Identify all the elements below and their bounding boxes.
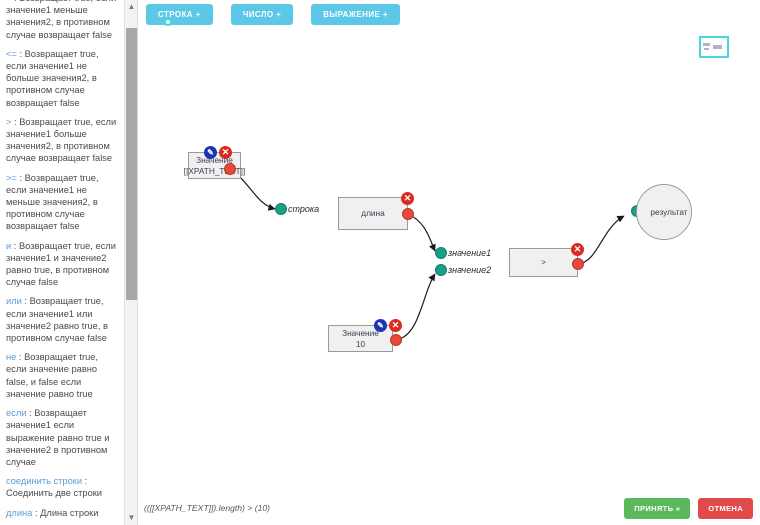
accept-button[interactable]: ПРИНЯТЬ » [624,498,691,519]
minimap-resize-handle[interactable] [164,18,172,26]
function-description: Возвращает true, если значение1 не больш… [6,48,99,108]
separator: : [16,48,25,59]
function-name: не [6,352,17,363]
function-description: Возвращает true, если значение1 больше з… [6,116,117,164]
cancel-button[interactable]: ОТМЕНА [698,498,753,519]
function-description: Возвращает true, если значение1 и значен… [6,240,116,288]
close-icon[interactable]: ✕ [389,319,402,332]
function-reference-list: < : Возвращает true, если значение1 мень… [0,0,124,525]
minimap-node [703,43,710,46]
separator: : [11,116,20,127]
edit-icon[interactable]: ✎ [204,146,217,159]
function-name: > [6,116,12,127]
minimap-node [704,48,709,50]
add-expression-button[interactable]: ВЫРАЖЕНИЕ + [311,4,400,25]
scroll-up-icon[interactable]: ▲ [127,2,136,11]
function-name: >= [6,172,17,183]
node-length-label: длина [361,208,385,219]
scroll-down-icon[interactable]: ▼ [127,513,136,522]
output-port[interactable] [224,163,236,175]
function-name: < [6,0,11,3]
function-reference-item[interactable]: или : Возвращает true, если значение1 ил… [4,295,120,344]
node-result-label: результат [650,207,688,217]
function-reference-item[interactable]: не : Возвращает true, если значение равн… [4,351,120,400]
formula-preview: (([[XPATH_TEXT]]).length) > (10) [144,503,270,513]
function-name: и [6,240,12,251]
separator: : [26,408,35,419]
function-reference-item[interactable]: если : Возвращает значение1 если выражен… [4,407,120,468]
input-port-value1[interactable] [435,247,447,259]
minimap-node [713,45,722,49]
function-reference-item[interactable]: соединить строки : Соединить две строки [4,475,120,499]
function-description: Возвращает true, если значение1 или знач… [6,296,108,344]
separator: : [32,507,41,518]
close-icon[interactable]: ✕ [219,146,232,159]
separator: : [11,0,19,3]
function-description: Возвращает true, если значение1 меньше з… [6,0,116,40]
node-value-xpath-label: Значение[[XPATH_TEXT]] [183,155,246,176]
function-description: Соединить две строки [6,488,103,499]
function-name: или [6,296,22,307]
port-label-string: строка [288,204,320,214]
edit-icon[interactable]: ✎ [374,319,387,332]
function-reference-sidebar: < : Возвращает true, если значение1 мень… [0,0,138,525]
editor-footer: (([[XPATH_TEXT]]).length) > (10) ПРИНЯТЬ… [138,495,760,525]
output-port[interactable] [572,258,584,270]
function-name: если [6,408,27,419]
footer-actions: ПРИНЯТЬ » ОТМЕНА [624,498,753,519]
function-description: Возвращает true, если значение1 не меньш… [6,172,99,232]
node-compare-label: > [541,257,546,268]
input-port-string[interactable] [275,203,287,215]
add-number-button[interactable]: ЧИСЛО + [230,4,294,25]
output-port[interactable] [390,334,402,346]
function-description: Возвращает true, если значение равно fal… [6,352,98,399]
function-name: соединить строки [6,476,83,487]
function-reference-item[interactable]: > : Возвращает true, если значение1 боль… [4,116,120,165]
separator: : [16,172,25,183]
function-reference-item[interactable]: и : Возвращает true, если значение1 и зн… [4,240,120,289]
separator: : [82,476,88,487]
node-result[interactable]: результат [636,184,692,240]
function-reference-item[interactable]: >= : Возвращает true, если значение1 не … [4,172,120,233]
output-port[interactable] [402,208,414,220]
node-length[interactable]: длина [338,197,408,230]
node-graph-canvas[interactable]: СТРОКА + ЧИСЛО + ВЫРАЖЕНИЕ + [138,0,760,525]
input-port-value2[interactable] [435,264,447,276]
function-description: Длина строки [40,507,99,518]
connection-wires [229,168,625,341]
function-reference-item[interactable]: < : Возвращает true, если значение1 мень… [4,0,120,41]
function-reference-item[interactable]: <= : Возвращает true, если значение1 не … [4,48,120,109]
function-name: <= [6,48,17,59]
function-reference-item[interactable]: длина : Длина строки [4,507,120,519]
separator: : [11,240,19,251]
node-toolbar: СТРОКА + ЧИСЛО + ВЫРАЖЕНИЕ + [146,4,400,25]
port-label-value2: значение2 [448,265,492,275]
close-icon[interactable]: ✕ [401,192,414,205]
port-label-value1: значение1 [448,248,492,258]
separator: : [21,296,30,307]
sidebar-scrollbar-track[interactable]: ▲ ▼ [124,0,137,525]
close-icon[interactable]: ✕ [571,243,584,256]
function-name: длина [6,507,33,518]
sidebar-scrollbar-thumb[interactable] [126,28,137,300]
minimap[interactable] [699,36,729,58]
node-compare[interactable]: > [509,248,578,277]
separator: : [16,352,25,363]
add-string-button[interactable]: СТРОКА + [146,4,213,25]
function-description: Возвращает значение1 если выражение равн… [6,408,110,467]
